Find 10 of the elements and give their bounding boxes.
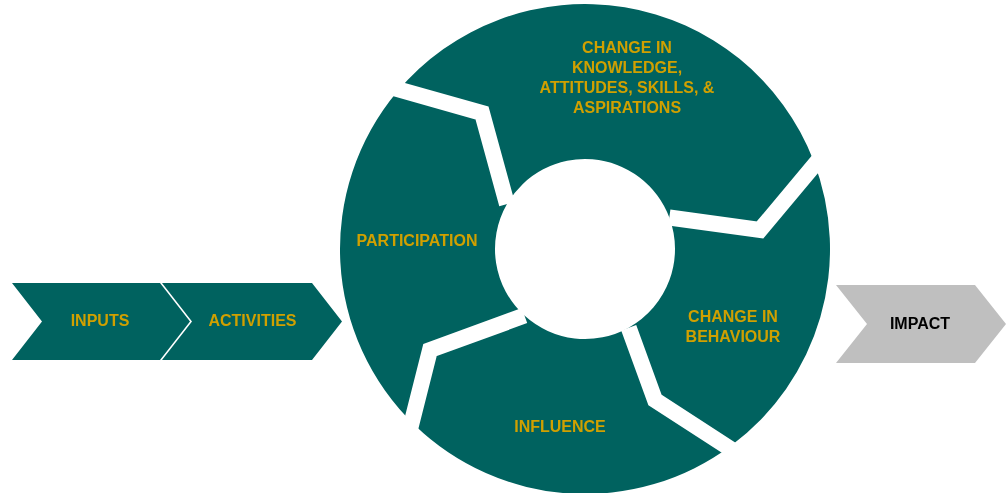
segment-label: CHANGE IN KNOWLEDGE, ATTITUDES, SKILLS, & ASPIRATIONS xyxy=(539,39,715,116)
chevron-label: ACTIVITIES xyxy=(207,311,298,331)
segment-label: PARTICIPATION xyxy=(356,232,478,249)
chevron-banner xyxy=(834,284,1006,364)
chevron-banner xyxy=(10,282,192,362)
chevron-banner xyxy=(160,282,344,362)
chevron-label: INPUTS xyxy=(69,311,131,331)
segment-label: CHANGE IN BEHAVIOUR xyxy=(685,308,781,345)
segment-label: INFLUENCE xyxy=(514,418,606,435)
chevron-label: IMPACT xyxy=(888,314,952,334)
